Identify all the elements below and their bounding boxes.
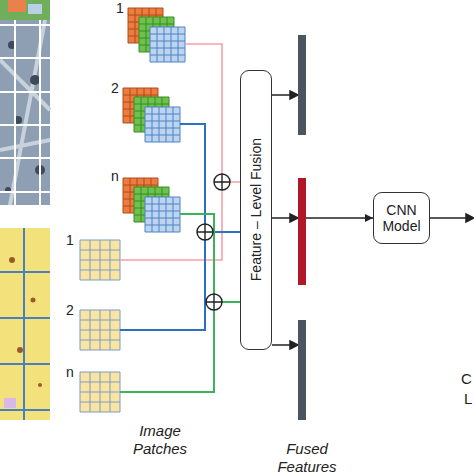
flow-arrow	[272, 214, 373, 222]
output-arrow	[430, 214, 474, 222]
sum-symbol	[197, 174, 230, 310]
fusion-arrows	[272, 91, 298, 349]
aerial-image	[0, 0, 50, 205]
callout-number: n	[111, 168, 123, 184]
cropped-text: C	[461, 370, 474, 388]
node-text: Feature – Level Fusion	[248, 138, 264, 281]
patch-stack	[123, 88, 180, 142]
microscopy-image	[0, 228, 50, 420]
axis-caption: Fused Features	[262, 440, 352, 474]
node-text: CNN Model	[374, 202, 429, 234]
fusion-box: Feature – Level Fusion	[240, 70, 272, 350]
feature-bar	[298, 178, 306, 285]
blue-wire	[120, 124, 240, 330]
yellow-patch	[80, 240, 120, 412]
callout-number: 2	[66, 302, 78, 318]
pink-wire	[120, 44, 240, 260]
axis-caption: Image Patches	[118, 422, 202, 458]
callout-number: 1	[66, 232, 78, 248]
feature-bar	[298, 320, 306, 420]
patch-stack	[128, 8, 185, 62]
callout-number: n	[66, 364, 78, 380]
model-box: CNN Model	[373, 192, 430, 244]
callout-number: 2	[111, 80, 123, 96]
feature-bar	[298, 35, 306, 135]
cropped-text: L	[464, 390, 474, 408]
green-wire	[120, 214, 240, 392]
callout-number: 1	[116, 0, 128, 16]
patch-stack	[123, 178, 180, 232]
